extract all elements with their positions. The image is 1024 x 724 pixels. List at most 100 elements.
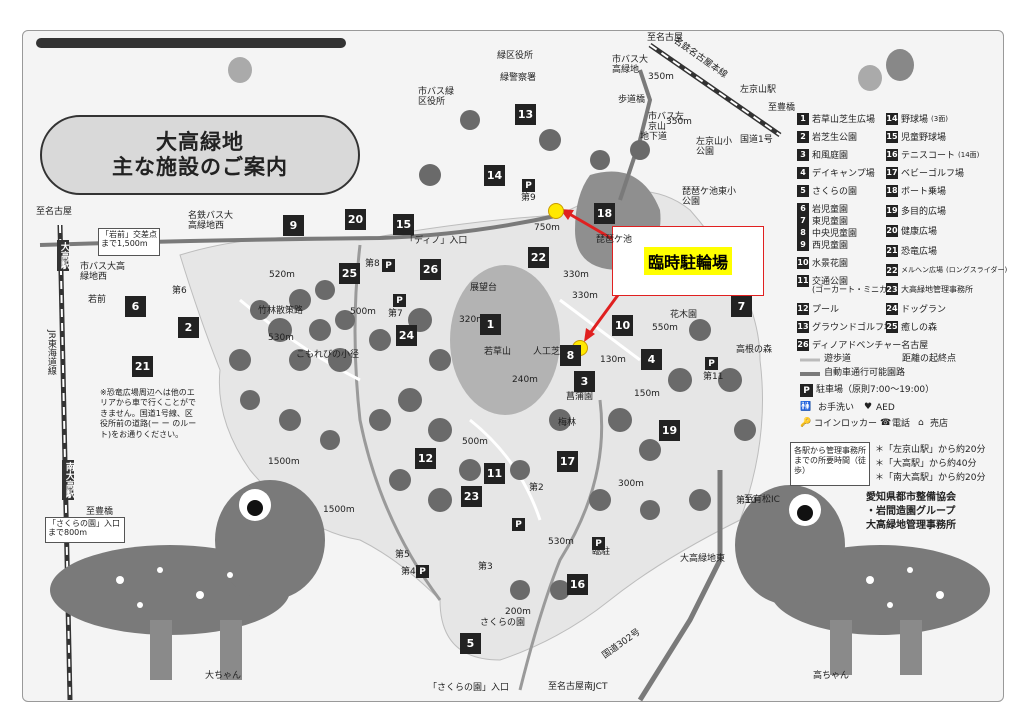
legend-restroom: お手洗い xyxy=(818,403,855,413)
travel-time-row: ＊「大高駅」から約40分 xyxy=(875,459,977,469)
label-takane: 高根の森 xyxy=(736,345,773,355)
label-odaka-station: 大高駅 xyxy=(57,240,69,271)
marker-25[interactable]: 25 xyxy=(339,263,360,284)
distance-label: 130m xyxy=(600,355,626,365)
marker-16[interactable]: 16 xyxy=(567,574,588,595)
marker-19[interactable]: 19 xyxy=(659,420,680,441)
label-bus-odaka-ryokuchi: 市バス大高緑地 xyxy=(612,55,649,75)
parking-label: 第9 xyxy=(521,193,536,203)
marker-4[interactable]: 4 xyxy=(641,349,662,370)
marker-13[interactable]: 13 xyxy=(515,104,536,125)
parking-label: 第11 xyxy=(703,372,724,382)
label-rinchu: 臨駐 xyxy=(592,547,611,557)
distance-label: 500m xyxy=(462,437,488,447)
marker-14[interactable]: 14 xyxy=(484,165,505,186)
parking-icon: P xyxy=(416,565,429,578)
travel-time-row: ＊「南大高駅」から約20分 xyxy=(875,473,986,483)
label-hodokyo: 歩道橋 xyxy=(618,95,646,105)
travel-time-heading-box: 各駅から管理事務所までの所要時間（徒歩） xyxy=(790,442,870,486)
label-dino-entrance: 「ディノ」入口 xyxy=(405,236,468,246)
parking-label: 第4 xyxy=(401,567,416,577)
travel-time-row: ＊「左京山駅」から約20分 xyxy=(875,445,986,455)
legend-shop: 売店 xyxy=(930,419,949,429)
marker-12[interactable]: 12 xyxy=(415,448,436,469)
label-biwagaike: 琵琶ケ池 xyxy=(596,235,633,245)
marker-17[interactable]: 17 xyxy=(557,451,578,472)
marker-9[interactable]: 9 xyxy=(283,215,304,236)
legend-distance: 距離の起終点 xyxy=(902,354,957,364)
label-to-nagoya-top: 至名古屋 xyxy=(647,33,684,43)
dinosaur-right-mascot xyxy=(735,485,990,675)
label-bairin: 梅林 xyxy=(558,418,577,428)
legend-parking: 駐車場（原則7:00～19:00） xyxy=(816,385,935,395)
parking-icon: P xyxy=(592,537,605,550)
label-sakyoyama-park: 左京山小公園 xyxy=(696,137,733,157)
marker-8[interactable]: 8 xyxy=(560,345,581,366)
label-sakura: さくらの園 xyxy=(480,618,526,628)
park-title-sign: 大高緑地 主な施設のご案内 xyxy=(40,115,360,195)
phone-icon: ☎ xyxy=(880,418,892,428)
dinosaur-left-mascot xyxy=(50,480,325,680)
label-to-toyohashi-left: 至豊橋 xyxy=(86,507,114,517)
marker-18[interactable]: 18 xyxy=(594,203,615,224)
label-komorebi: こもれびの小径 xyxy=(296,350,360,360)
wakamae-note: 「岩前」交差点まで1,500m xyxy=(101,230,157,248)
parking-label: 第10 xyxy=(736,496,757,506)
label-to-arimatsu: 至有松IC xyxy=(744,495,780,505)
distance-label: 750m xyxy=(534,223,560,233)
marker-10[interactable]: 10 xyxy=(612,315,633,336)
label-to-toyohashi-right: 至豊橋 xyxy=(768,103,796,113)
label-route1: 国道1号 xyxy=(740,135,773,145)
distance-label: 200m xyxy=(505,607,531,617)
marker-5[interactable]: 5 xyxy=(460,633,481,654)
distance-label: 1500m xyxy=(323,505,355,515)
marker-15[interactable]: 15 xyxy=(393,214,414,235)
marker-24[interactable]: 24 xyxy=(396,325,417,346)
legend-car-road: 自動車通行可能園路 xyxy=(824,368,906,378)
org-line3: 大高緑地管理事務所 xyxy=(866,520,956,531)
bicycle-parking-pin-1[interactable] xyxy=(548,203,564,219)
parking-icon: P xyxy=(512,518,525,531)
distance-label: 350m xyxy=(666,117,692,127)
legend-locker: コインロッカー xyxy=(814,419,878,429)
legend-note-11: (ゴーカート・ミニカー) xyxy=(812,285,899,294)
shop-icon: ⌂ xyxy=(918,418,924,428)
label-tenbodai: 展望台 xyxy=(470,283,498,293)
marker-2[interactable]: 2 xyxy=(178,317,199,338)
marker-3[interactable]: 3 xyxy=(574,371,595,392)
marker-11[interactable]: 11 xyxy=(484,463,505,484)
parking-icon: P xyxy=(522,179,535,192)
parking-label: 第7 xyxy=(388,309,403,319)
marker-7[interactable]: 7 xyxy=(731,296,752,317)
parking-icon: P xyxy=(393,294,406,307)
distance-label: 150m xyxy=(634,389,660,399)
marker-22[interactable]: 22 xyxy=(528,247,549,268)
distance-label: 500m xyxy=(350,307,376,317)
legend-aed: AED xyxy=(876,403,895,413)
org-line2: ・岩間造園グループ xyxy=(866,506,956,517)
aed-icon: ♥ xyxy=(864,402,873,412)
label-taka-chan: 高ちゃん xyxy=(813,671,850,681)
distance-label: 350m xyxy=(648,72,674,82)
marker-26[interactable]: 26 xyxy=(420,259,441,280)
legend-phone: 電話 xyxy=(892,419,911,429)
parking-label: 第6 xyxy=(172,286,187,296)
marker-21[interactable]: 21 xyxy=(132,356,153,377)
marker-23[interactable]: 23 xyxy=(461,486,482,507)
marker-20[interactable]: 20 xyxy=(345,209,366,230)
marker-6[interactable]: 6 xyxy=(125,296,146,317)
marker-1[interactable]: 1 xyxy=(480,314,501,335)
